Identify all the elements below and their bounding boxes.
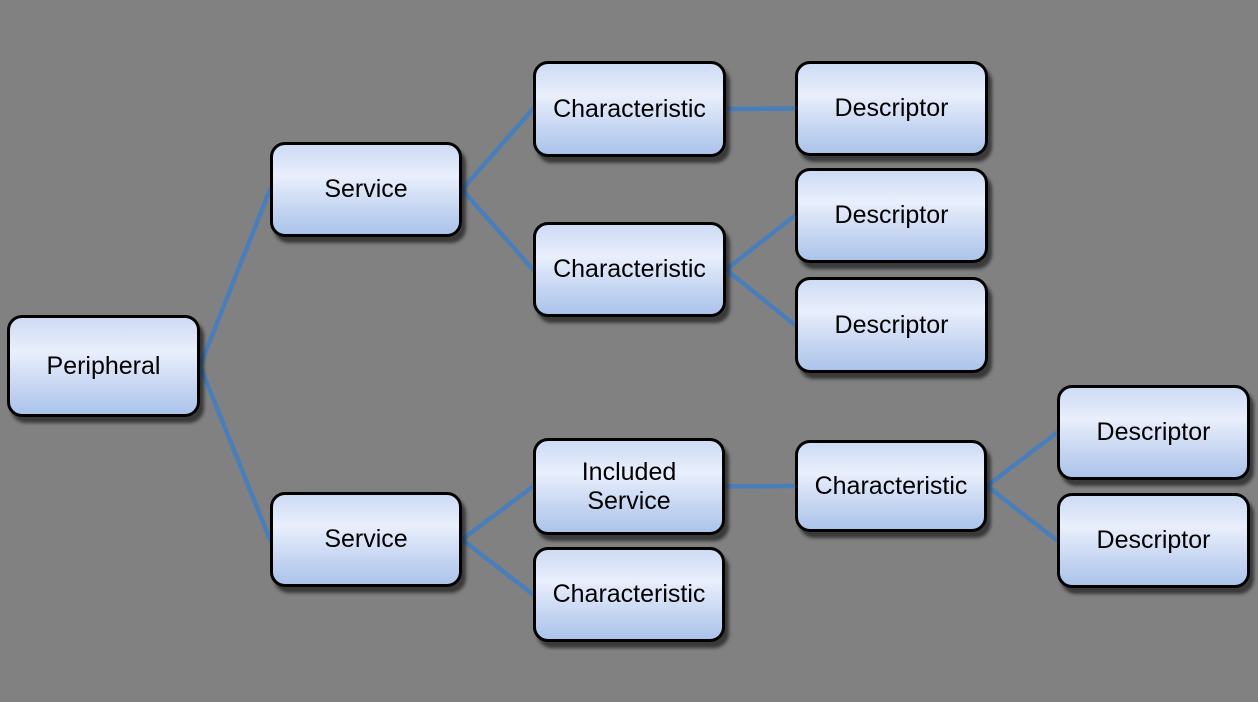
node-characteristic-3[interactable]: Characteristic <box>533 547 725 642</box>
node-label: Descriptor <box>834 94 949 123</box>
connector-service-2-to-characteristic-3 <box>459 537 536 597</box>
connector-service-1-to-characteristic-1 <box>459 106 536 192</box>
node-label: Characteristic <box>553 255 706 284</box>
node-label: Included Service <box>581 457 677 515</box>
node-label: Descriptor <box>834 201 949 230</box>
node-label: Descriptor <box>1096 418 1211 447</box>
connector-characteristic-4-to-descriptor-5 <box>984 483 1060 543</box>
connector-peripheral-to-service-1 <box>197 187 273 369</box>
node-label: Characteristic <box>553 94 706 123</box>
node-service-2[interactable]: Service <box>270 492 462 587</box>
node-label: Characteristic <box>552 580 706 609</box>
node-label: Descriptor <box>1096 526 1211 555</box>
node-peripheral[interactable]: Peripheral <box>7 315 200 417</box>
connector-characteristic-2-to-descriptor-2 <box>723 213 798 272</box>
node-label: Service <box>324 525 408 554</box>
node-label: Peripheral <box>46 351 161 380</box>
connector-characteristic-1-to-descriptor-1 <box>723 106 798 112</box>
node-service-1[interactable]: Service <box>270 142 462 237</box>
node-characteristic-4[interactable]: Characteristic <box>795 440 987 532</box>
connector-peripheral-to-service-2 <box>197 363 273 542</box>
node-descriptor-2[interactable]: Descriptor <box>795 168 988 263</box>
node-label: Service <box>324 175 408 204</box>
node-descriptor-4[interactable]: Descriptor <box>1057 385 1250 480</box>
node-descriptor-5[interactable]: Descriptor <box>1057 493 1250 588</box>
connector-service-1-to-characteristic-2 <box>459 187 536 272</box>
node-characteristic-2[interactable]: Characteristic <box>533 222 726 317</box>
node-descriptor-3[interactable]: Descriptor <box>795 277 988 373</box>
node-descriptor-1[interactable]: Descriptor <box>795 61 988 156</box>
node-included-service[interactable]: Included Service <box>533 438 725 535</box>
connector-service-2-to-included-service <box>459 484 536 542</box>
connector-characteristic-2-to-descriptor-3 <box>723 267 798 328</box>
node-label: Descriptor <box>834 310 949 339</box>
connector-characteristic-4-to-descriptor-4 <box>984 430 1060 489</box>
connector-included-service-to-characteristic-4 <box>722 483 798 489</box>
node-characteristic-1[interactable]: Characteristic <box>533 61 726 157</box>
node-label: Characteristic <box>814 471 968 500</box>
